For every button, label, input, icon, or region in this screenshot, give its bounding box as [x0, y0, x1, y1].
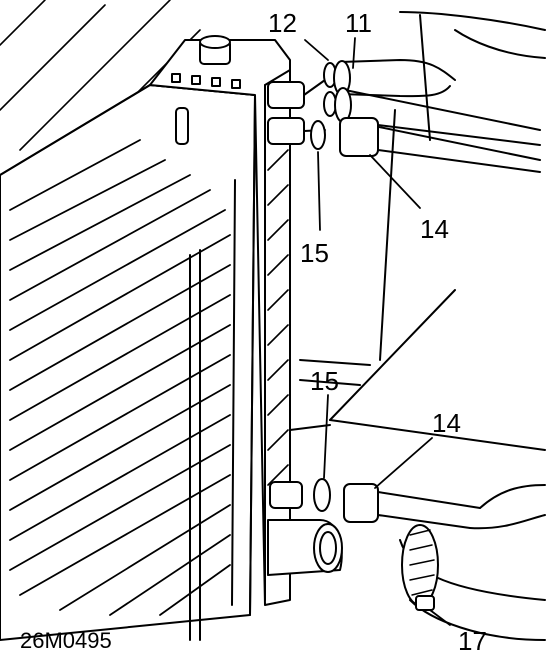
sealing-washers [310, 62, 337, 512]
upper-oil-cooler-pipes [333, 11, 546, 173]
radiator-core [0, 84, 256, 641]
upper-cooler-fittings [267, 79, 326, 145]
callout-14-lower: 14 [432, 408, 461, 438]
callout-17: 17 [458, 626, 487, 656]
figure-code: 26M0495 [20, 628, 112, 653]
callout-12: 12 [268, 8, 297, 38]
callout-15-middle: 15 [310, 366, 339, 396]
coolant-hose-with-clip [399, 524, 546, 641]
lower-cooler-fittings [267, 481, 343, 576]
lower-oil-cooler-pipe [343, 483, 546, 530]
callout-15-upper: 15 [300, 238, 329, 268]
leader-lines [304, 37, 451, 626]
callout-11: 11 [345, 8, 372, 38]
background-structure [289, 109, 546, 451]
callout-14-upper: 14 [420, 214, 449, 244]
